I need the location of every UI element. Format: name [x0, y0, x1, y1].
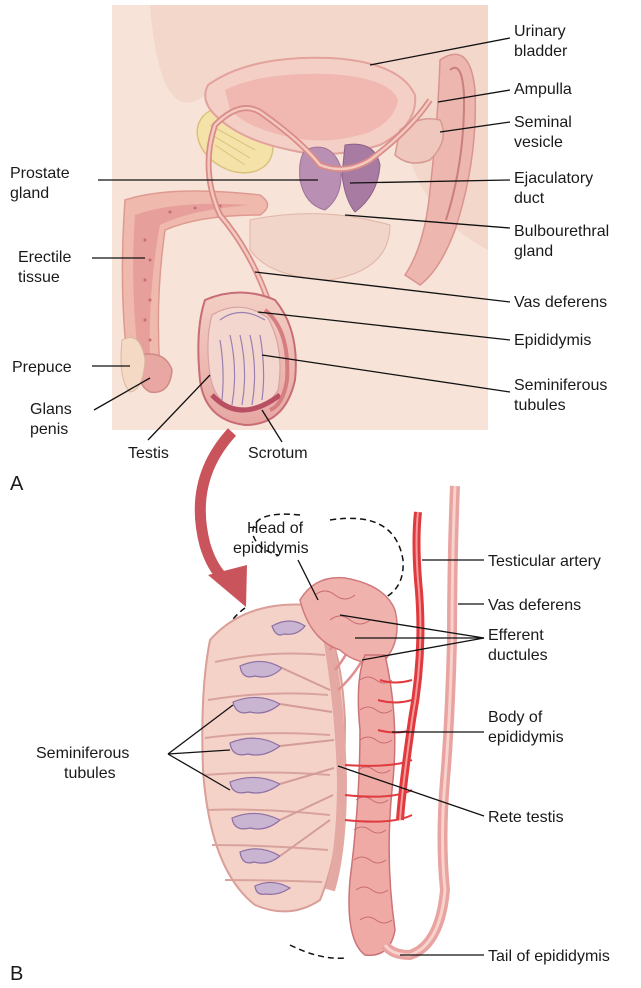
label-vas-deferens-a: Vas deferens	[514, 294, 607, 311]
testis-b	[202, 604, 345, 911]
label-tail-of-epididymis: Tail of epididymis	[488, 948, 610, 965]
curved-arrow-shaft	[200, 432, 232, 580]
label-rete-testis: Rete testis	[488, 809, 564, 826]
label-ampulla: Ampulla	[514, 81, 572, 98]
label-testis: Testis	[128, 445, 169, 462]
label-scrotum: Scrotum	[248, 445, 308, 462]
label-testicular-artery: Testicular artery	[488, 553, 601, 570]
label-prepuce: Prepuce	[12, 359, 72, 376]
panel-transition-arrow	[200, 432, 247, 607]
panel-label-b: B	[10, 963, 23, 985]
body-of-epididymis	[349, 655, 395, 955]
label-vas-deferens-b: Vas deferens	[488, 597, 581, 614]
panel-label-a: A	[10, 473, 24, 495]
panel-a-illustration	[112, 5, 488, 430]
label-epididymis: Epididymis	[514, 332, 591, 349]
